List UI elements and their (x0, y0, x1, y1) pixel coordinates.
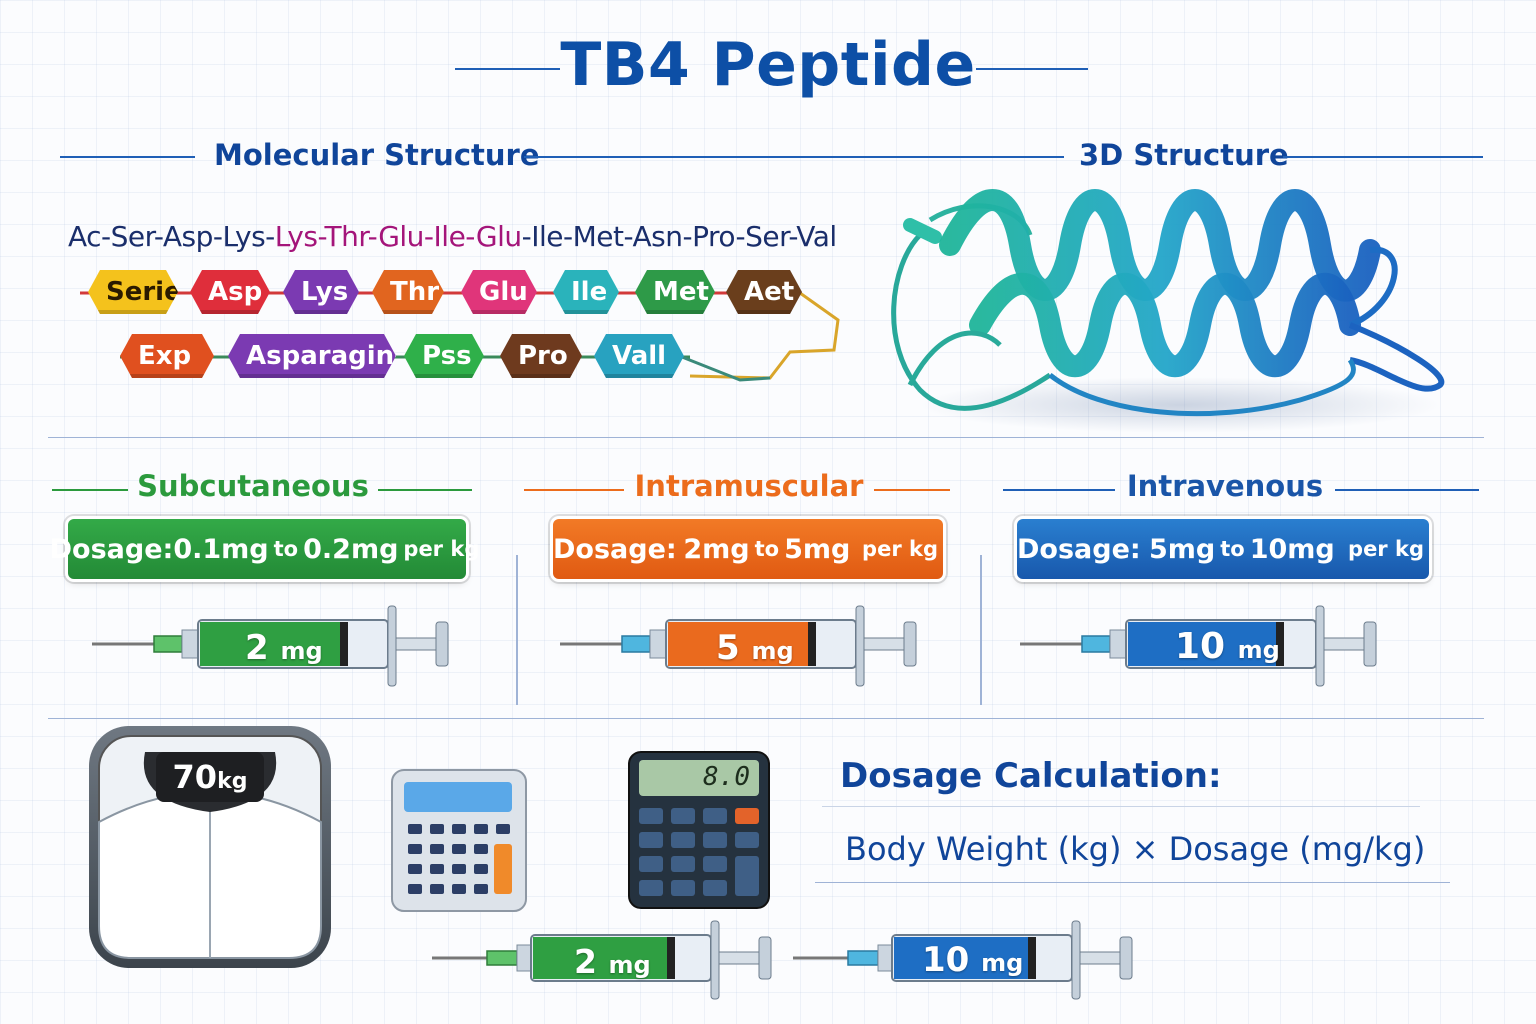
scale-unit: kg (217, 769, 248, 794)
syringe-value: 2 (574, 942, 597, 981)
molecular-structure-heading: Molecular Structure (214, 138, 540, 172)
syringe-intramuscular (560, 605, 917, 687)
residue-chip: Lys (283, 270, 359, 314)
syringe-value: 10 (922, 940, 970, 980)
syringe-intravenous (1020, 605, 1377, 687)
dose-low: 5mg (1148, 533, 1216, 565)
syringe-unit: mg (280, 637, 323, 665)
residue-chip: Serie (88, 270, 178, 314)
sequence-part-3: -Ile-Met-Asn-Pro-Ser-Val (521, 220, 838, 253)
syringe-unit: mg (1237, 636, 1280, 664)
dose-high: 0.2mg (303, 533, 399, 565)
route-title-intramuscular: Intramuscular (634, 469, 864, 503)
dosage-formula: Body Weight (kg) × Dosage (mg/kg) (845, 830, 1426, 868)
dose-to: to (754, 537, 780, 561)
residue-chip: Glu (461, 270, 537, 314)
syringe-value: 5 (716, 628, 740, 668)
residue-chip: Asp (190, 270, 270, 314)
dose-per: per kg (862, 537, 938, 561)
syringe-label: 10 mg (1175, 626, 1280, 667)
syringe-unit: mg (608, 951, 651, 979)
residue-chip: Aet (726, 270, 802, 314)
dosage-calculation-title: Dosage Calculation: (840, 756, 1222, 796)
route-title-subcutaneous: Subcutaneous (137, 469, 369, 503)
residue-chip: Vall (594, 334, 684, 378)
dose-per: per kg (1348, 537, 1424, 561)
amino-acid-sequence: Ac-Ser-Asp-Lys-Lys-Thr-Glu-Ile-Glu-Ile-M… (68, 220, 837, 253)
dose-to: to (1220, 537, 1245, 561)
dose-low: 2mg (683, 533, 750, 565)
calculator-light-icon (391, 769, 527, 912)
dose-high: 10mg (1249, 533, 1335, 565)
syringe-value: 2 (245, 628, 269, 668)
syringe-label: 5 mg (716, 628, 794, 668)
dose-high: 5mg (784, 533, 851, 565)
residue-chip: Exp (120, 334, 214, 378)
syringe-label: 2 mg (245, 628, 323, 668)
route-title-intravenous: Intravenous (1126, 469, 1324, 503)
residue-chip: Thr (372, 270, 444, 314)
calculator-display: 8.0 (703, 762, 750, 792)
syringe-unit: mg (981, 949, 1024, 977)
syringe-example-10mg (793, 920, 1133, 1000)
dosage-box-intravenous: Dosage: 5mg to 10mg per kg (1017, 519, 1429, 579)
syringe-label: 10 mg (922, 940, 1023, 980)
dose-to: to (273, 537, 299, 561)
sequence-part-2: Lys-Thr-Glu-Ile-Glu (274, 220, 522, 253)
dosage-label: Dosage: (1017, 533, 1141, 565)
syringe-label: 2 mg (574, 942, 651, 981)
syringe-value: 10 (1175, 626, 1226, 667)
syringe-unit: mg (751, 637, 794, 665)
scale-weight-readout: 70kg (156, 752, 264, 802)
dose-low: 0.1mg (173, 533, 269, 565)
3d-structure-heading: 3D Structure (1079, 138, 1289, 172)
sequence-part-1: Ac-Ser-Asp-Lys- (68, 220, 275, 253)
residue-chip: Pro (500, 334, 582, 378)
scale-value: 70 (172, 758, 218, 796)
protein-3d-ribbon (891, 189, 1445, 433)
dose-per: per kg (403, 537, 480, 561)
dosage-box-intramuscular: Dosage: 2mg to 5mg per kg (553, 519, 943, 579)
calculator-dark-icon (628, 751, 770, 909)
residue-chip: Ile (553, 270, 619, 314)
residue-chip: Pss (404, 334, 484, 378)
dosage-label: Dosage: (553, 533, 677, 565)
dosage-box-subcutaneous: Dosage: 0.1mg to 0.2mg per kg (50, 519, 479, 579)
dosage-label: Dosage: (49, 533, 174, 565)
syringe-example-2mg (432, 920, 772, 1000)
residue-chip: Met (635, 270, 715, 314)
page-title: TB4 Peptide (560, 30, 976, 100)
syringe-subcutaneous (92, 605, 449, 687)
residue-chip: Asparagine (228, 334, 396, 378)
